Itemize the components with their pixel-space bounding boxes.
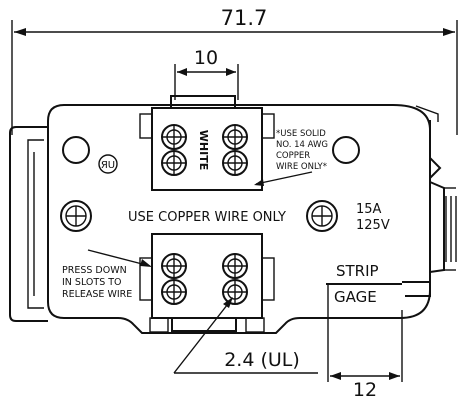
wire-slot-icon — [161, 150, 187, 176]
strip-length-label: 12 — [353, 379, 377, 400]
terminal-pitch-label: 10 — [194, 47, 218, 69]
terminal-pitch-dimension: 10 — [174, 47, 239, 100]
slot-width-callout: 2.4 (UL) — [173, 297, 318, 374]
overall-width-dimension: 71.7 — [11, 6, 458, 135]
press-down-note-line1: PRESS DOWN — [62, 265, 127, 276]
mounting-hole-left — [62, 136, 90, 164]
wire-slot-icon — [222, 124, 248, 150]
solid-wire-note-line1: *USE SOLID — [276, 129, 326, 139]
wire-slot-icon — [161, 124, 187, 150]
wire-slot-icon — [161, 279, 187, 305]
white-terminal-label: WHITE — [197, 130, 210, 170]
wire-slot-icon — [161, 253, 187, 279]
wire-slot-icon — [222, 253, 248, 279]
slot-width-label: 2.4 (UL) — [224, 349, 300, 371]
bottom-terminal-block — [139, 233, 275, 333]
strip-label: STRIP — [336, 262, 379, 280]
solid-wire-note-line4: WIRE ONLY* — [276, 162, 327, 172]
solid-wire-note-line2: NO. 14 AWG — [276, 140, 328, 150]
rating-current-label: 15A — [356, 202, 382, 217]
press-down-note: PRESS DOWN IN SLOTS TO RELEASE WIRE — [62, 249, 152, 300]
screw-icon — [306, 200, 338, 232]
copper-wire-only-label: USE COPPER WIRE ONLY — [128, 210, 286, 225]
gage-label: GAGE — [334, 288, 377, 306]
overall-width-label: 71.7 — [221, 6, 268, 30]
wire-slot-icon — [222, 279, 248, 305]
press-down-note-line2: IN SLOTS TO — [62, 277, 122, 288]
mounting-hole-right — [332, 136, 360, 164]
screw-icon — [60, 200, 92, 232]
solid-wire-note-line3: COPPER — [276, 151, 310, 161]
left-bracket — [9, 126, 48, 322]
press-down-note-line3: RELEASE WIRE — [62, 289, 132, 300]
rating-voltage-label: 125V — [356, 218, 390, 233]
right-bracket — [402, 105, 457, 297]
wire-slot-icon — [222, 150, 248, 176]
strip-gage: STRIP GAGE 12 — [326, 262, 403, 400]
ul-recognized-mark-icon: ЯU — [98, 154, 118, 174]
solid-wire-note: *USE SOLID NO. 14 AWG COPPER WIRE ONLY* — [254, 129, 328, 186]
receptacle-body — [47, 104, 431, 334]
svg-text:ЯU: ЯU — [101, 160, 115, 171]
